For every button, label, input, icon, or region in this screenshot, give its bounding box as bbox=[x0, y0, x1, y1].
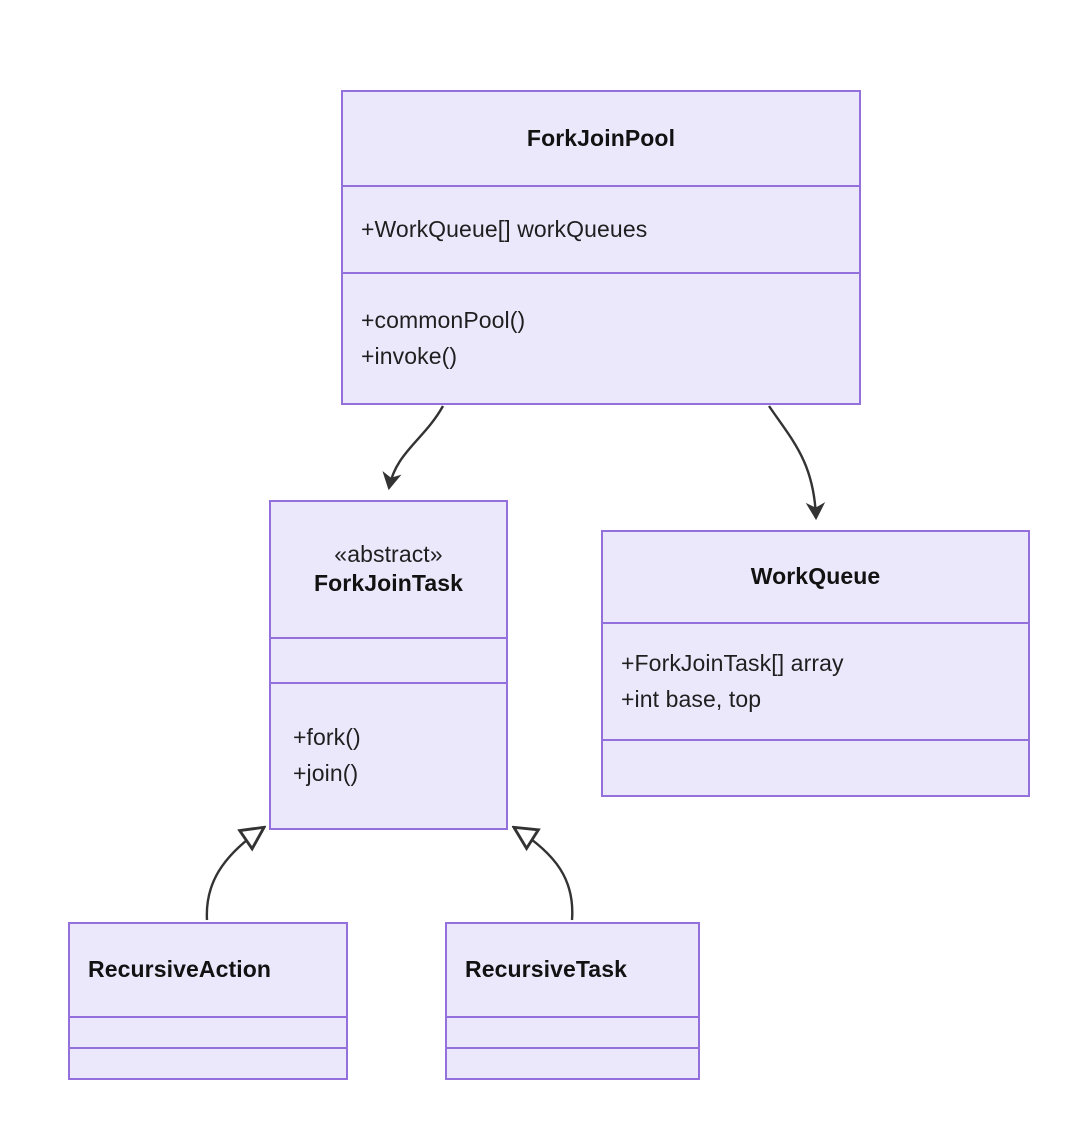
class-box-forkjoinpool[interactable]: ForkJoinPool +WorkQueue[] workQueues +co… bbox=[341, 90, 861, 405]
class-header-recursivetask: RecursiveTask bbox=[447, 924, 698, 1016]
class-attributes-workqueue: +ForkJoinTask[] array +int base, top bbox=[603, 622, 1028, 739]
class-name-forkjointask: ForkJoinTask bbox=[313, 569, 464, 596]
class-name-workqueue: WorkQueue bbox=[750, 563, 881, 590]
class-stereotype-forkjointask: «abstract» bbox=[334, 541, 443, 568]
class-box-recursiveaction[interactable]: RecursiveAction bbox=[68, 922, 348, 1080]
class-operations-workqueue bbox=[603, 739, 1028, 795]
class-name-recursivetask: RecursiveTask bbox=[465, 956, 627, 983]
operation-row: +fork() bbox=[293, 724, 361, 751]
attribute-row: +WorkQueue[] workQueues bbox=[361, 215, 648, 242]
attribute-row: +int base, top bbox=[621, 685, 762, 712]
class-box-forkjointask[interactable]: «abstract» ForkJoinTask +fork() +join() bbox=[269, 500, 508, 830]
class-operations-forkjoinpool: +commonPool() +invoke() bbox=[343, 272, 859, 403]
edge-action-to-task bbox=[205, 828, 263, 921]
class-attributes-forkjoinpool: +WorkQueue[] workQueues bbox=[343, 185, 859, 272]
class-attributes-recursiveaction bbox=[70, 1016, 346, 1047]
class-operations-recursivetask bbox=[447, 1047, 698, 1078]
operation-row: +invoke() bbox=[361, 342, 458, 369]
class-operations-forkjointask: +fork() +join() bbox=[271, 682, 506, 828]
operation-row: +commonPool() bbox=[361, 306, 526, 333]
class-box-recursivetask[interactable]: RecursiveTask bbox=[445, 922, 700, 1080]
class-name-forkjoinpool: ForkJoinPool bbox=[526, 124, 676, 151]
class-attributes-recursivetask bbox=[447, 1016, 698, 1047]
attribute-row: +ForkJoinTask[] array bbox=[621, 649, 844, 676]
edge-pool-to-queue bbox=[768, 405, 826, 521]
class-header-workqueue: WorkQueue bbox=[603, 532, 1028, 622]
class-attributes-forkjointask bbox=[271, 637, 506, 682]
class-name-recursiveaction: RecursiveAction bbox=[88, 956, 272, 983]
edge-pool-to-task bbox=[382, 405, 445, 491]
class-operations-recursiveaction bbox=[70, 1047, 346, 1078]
class-header-recursiveaction: RecursiveAction bbox=[70, 924, 346, 1016]
edge-task-to-task bbox=[515, 828, 574, 921]
class-header-forkjointask: «abstract» ForkJoinTask bbox=[271, 502, 506, 637]
class-header-forkjoinpool: ForkJoinPool bbox=[343, 92, 859, 185]
operation-row: +join() bbox=[293, 760, 359, 786]
class-box-workqueue[interactable]: WorkQueue +ForkJoinTask[] array +int bas… bbox=[601, 530, 1030, 797]
